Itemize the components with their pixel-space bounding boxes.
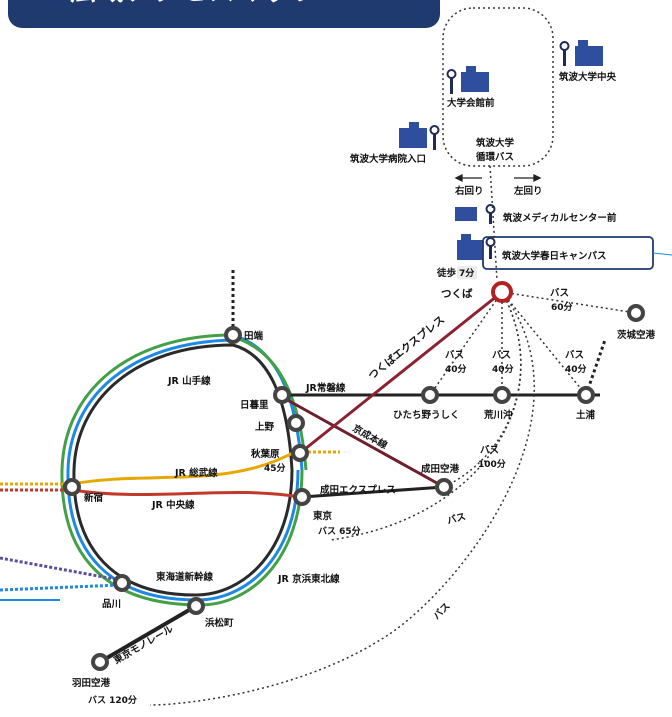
station-ueno: 上野 xyxy=(255,421,275,433)
station-shinjuku: 新宿 xyxy=(84,492,104,504)
line-sobu: JR 総武線 xyxy=(174,467,218,479)
line-tokaido: 東海道新幹線 xyxy=(155,571,214,583)
walk-time: 7分 xyxy=(459,267,474,279)
bus-arakawaoki-time: 40分 xyxy=(492,363,514,375)
bus-hitachino-time: 40分 xyxy=(445,363,467,375)
narita-express-line xyxy=(301,485,445,499)
keihin-tohoku-line xyxy=(66,338,300,602)
purple-line xyxy=(0,556,121,582)
stop-chuo: 筑波大学中央 xyxy=(559,71,617,83)
station-tokyo: 東京 xyxy=(312,510,333,522)
station-arakawaoki: 荒川沖 xyxy=(483,409,513,421)
keisei-line xyxy=(281,395,445,489)
bus-tsuchiura-time: 40分 xyxy=(565,363,587,375)
akihabara-time: 45分 xyxy=(264,462,286,474)
campus-link xyxy=(489,165,498,281)
bus-routes xyxy=(149,291,637,706)
bus-airport-time: 60分 xyxy=(551,301,573,313)
left-loop-label: 左回り xyxy=(513,185,543,197)
bus-tokyo-link: バス xyxy=(446,510,467,527)
bus-hitachino: バス xyxy=(445,349,464,361)
campus-loop-route xyxy=(442,7,554,167)
station-hamamatsucho: 浜松町 xyxy=(205,617,234,629)
station-markers xyxy=(63,304,645,671)
stop-medical: 筑波メディカルセンター前 xyxy=(503,212,617,224)
bus-narita-time: 100分 xyxy=(478,458,506,470)
line-joban: JR常磐線 xyxy=(305,382,346,394)
yamanote-line xyxy=(72,343,294,597)
tsukuba-station-marker xyxy=(491,281,513,303)
map-title-banner: 広域アクセスマップ xyxy=(8,0,440,28)
line-yamanote: JR 山手線 xyxy=(167,375,211,387)
bus-tsuchiura: バス xyxy=(565,349,584,361)
map-title: 広域アクセスマップ xyxy=(70,0,320,12)
haneda-bus-time: バス 120分 xyxy=(88,694,137,706)
line-tx: つくばエクスプレス xyxy=(366,313,447,382)
stop-byoin: 筑波大学病院入口 xyxy=(350,153,426,165)
sobu-line xyxy=(71,448,299,486)
bus-arakawaoki: バス xyxy=(492,349,511,361)
keihin-green-line xyxy=(60,333,304,607)
building-icon-chuo xyxy=(559,40,603,66)
building-icon-byoin xyxy=(399,122,440,150)
walk-time-box xyxy=(457,266,477,279)
line-keihin: JR 京浜東北線 xyxy=(277,573,340,585)
station-narita: 成田空港 xyxy=(421,463,460,475)
bus-airport: バス xyxy=(550,287,569,299)
station-nippori: 日暮里 xyxy=(240,399,269,411)
stop-kaikan: 大学会館前 xyxy=(447,97,495,109)
station-tsuchiura: 土浦 xyxy=(576,409,596,421)
station-tsukuba: つくば xyxy=(441,287,473,300)
kasuga-pointer-line xyxy=(652,252,672,256)
line-monorail: 東京モノレール xyxy=(111,623,176,667)
line-nex: 成田エクスプレス xyxy=(320,484,396,496)
station-ibaraki-airport: 茨城空港 xyxy=(617,329,656,341)
chuo-line xyxy=(71,488,301,499)
station-shinagawa: 品川 xyxy=(102,599,121,610)
station-akihabara: 秋葉原 xyxy=(250,448,280,460)
loop-bus-label-2: 循環バス xyxy=(476,151,514,163)
bus-narita: バス xyxy=(480,444,499,456)
building-icon-medical xyxy=(455,204,496,224)
line-chuo: JR 中央線 xyxy=(151,499,195,511)
right-loop-label: 右回り xyxy=(454,185,484,197)
bus-haneda-link: バス xyxy=(431,600,453,622)
stop-kasuga: 筑波大学春日キャンパス xyxy=(502,250,607,262)
tsukuba-express-line xyxy=(299,290,503,455)
walk-label: 徒歩 xyxy=(436,267,457,279)
building-icon-kasuga xyxy=(457,234,496,260)
station-haneda: 羽田空港 xyxy=(72,677,111,689)
tokyo-bus-time: バス 65分 xyxy=(318,525,361,537)
loop-direction-arrows xyxy=(454,173,542,183)
station-tabata: 田端 xyxy=(244,330,264,342)
building-icon-kaikan xyxy=(446,66,489,94)
monorail-line xyxy=(98,604,198,664)
station-hitachino: ひたち野うしく xyxy=(393,410,460,421)
loop-bus-label-1: 筑波大学 xyxy=(476,137,515,149)
